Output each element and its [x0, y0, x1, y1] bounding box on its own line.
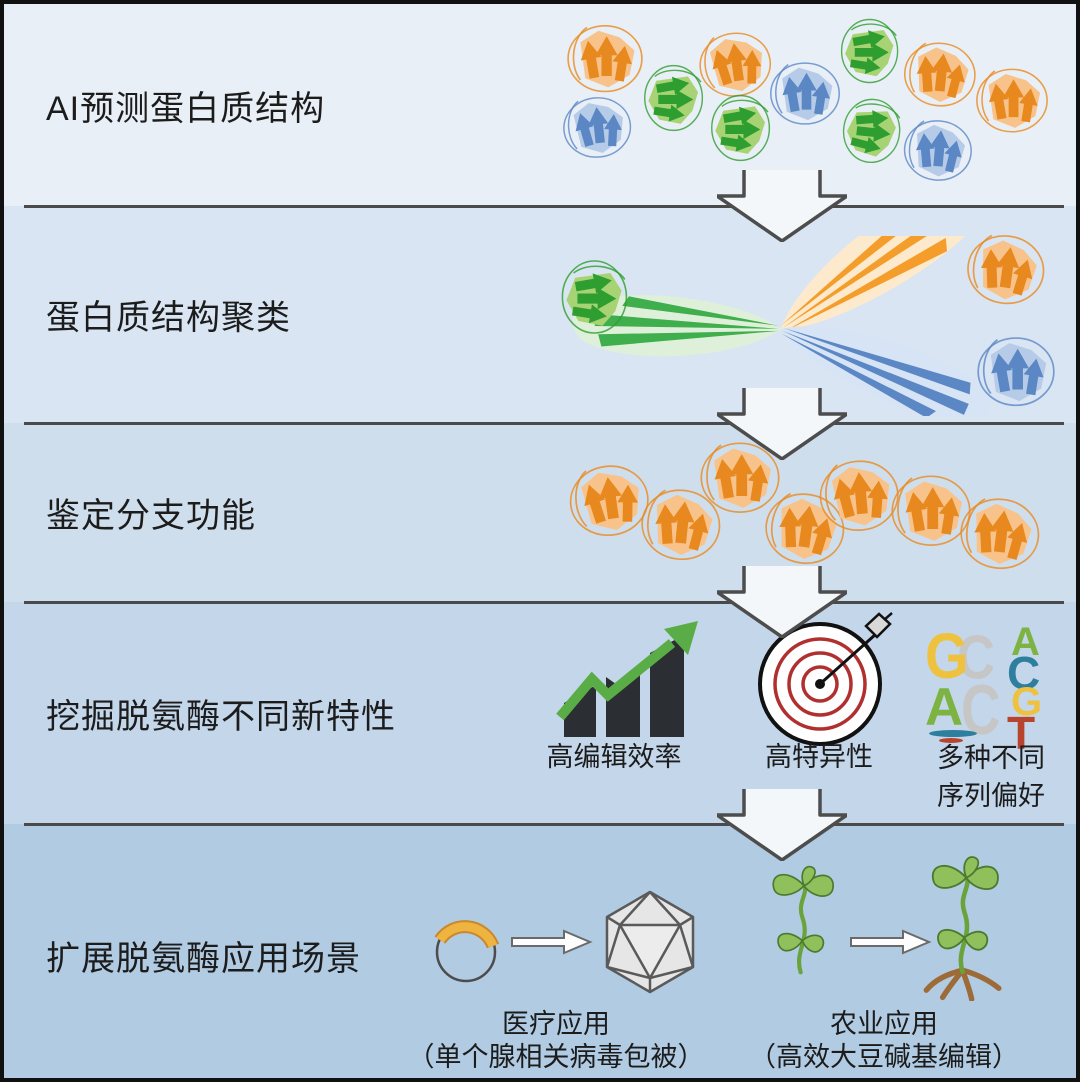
protein-structure-icon	[770, 63, 840, 124]
logo-letter: A	[925, 678, 964, 737]
step-label-3: 鉴定分支功能	[46, 497, 256, 535]
arrow-right-icon	[850, 929, 932, 955]
protein-structure-icon	[568, 25, 642, 92]
seedling-icon	[772, 865, 834, 975]
flow-down-arrow-icon	[717, 566, 847, 638]
bullseye-target-arrow-icon	[758, 612, 893, 746]
feature-label-efficiency: 高编辑效率	[546, 742, 682, 772]
protein-structure-icon	[841, 19, 898, 83]
protein-structure-icon	[562, 261, 627, 333]
band-divider	[24, 422, 1064, 425]
application-label-agriculture: 农业应用 （高效大豆碱基编辑）	[749, 1009, 1019, 1072]
protein-structure-icon	[957, 494, 1043, 573]
protein-structure-icon	[978, 338, 1054, 406]
flow-down-arrow-icon	[717, 170, 847, 242]
virus-capsid-icon	[605, 890, 695, 994]
logo-letter: C	[957, 622, 995, 693]
logo-letter: A	[1011, 620, 1040, 664]
flow-down-arrow-icon	[717, 789, 847, 861]
logo-letter: G	[925, 619, 969, 692]
arrow-right-icon	[511, 929, 593, 955]
step-label-2: 蛋白质结构聚类	[46, 299, 291, 337]
band-new-properties: 挖掘脱氨酶不同新特性	[4, 602, 1076, 824]
band-divider	[24, 205, 1064, 208]
plant-with-roots-icon	[923, 856, 1002, 1001]
feature-label-sequence-preference: 多种不同 序列偏好	[937, 743, 1045, 811]
logo-residue-bar	[939, 738, 963, 743]
step-label-5: 扩展脱氨酶应用场景	[46, 939, 361, 978]
flow-down-arrow-icon	[717, 388, 847, 460]
step-label-4: 挖掘脱氨酶不同新特性	[46, 697, 396, 736]
logo-residue-bar	[929, 730, 977, 737]
protein-structure-icon	[976, 69, 1048, 132]
feature-label-specificity: 高特异性	[765, 742, 873, 772]
protein-structure-icon	[902, 118, 974, 183]
band-ai-prediction: AI预测蛋白质结构	[4, 4, 1076, 206]
step-label-1: AI预测蛋白质结构	[46, 89, 326, 128]
logo-letter: C	[1007, 647, 1041, 699]
logo-letter: G	[1011, 680, 1043, 724]
bar-chart-rising-arrow-icon	[556, 621, 698, 737]
band-applications: 扩展脱氨酶应用场景	[4, 824, 1076, 1078]
protein-structure-icon	[963, 231, 1048, 309]
protein-structure-icon	[560, 94, 634, 161]
plasmid-icon	[434, 920, 500, 983]
application-label-medical: 医疗应用 （单个腺相关病毒包被）	[407, 1009, 705, 1072]
band-divider	[24, 823, 1064, 826]
logo-letter: T	[1007, 707, 1036, 759]
protein-structure-icon	[711, 95, 770, 161]
band-divider	[24, 601, 1064, 604]
dna-sequence-logo-icon: C C G A A C G T	[919, 619, 1069, 756]
